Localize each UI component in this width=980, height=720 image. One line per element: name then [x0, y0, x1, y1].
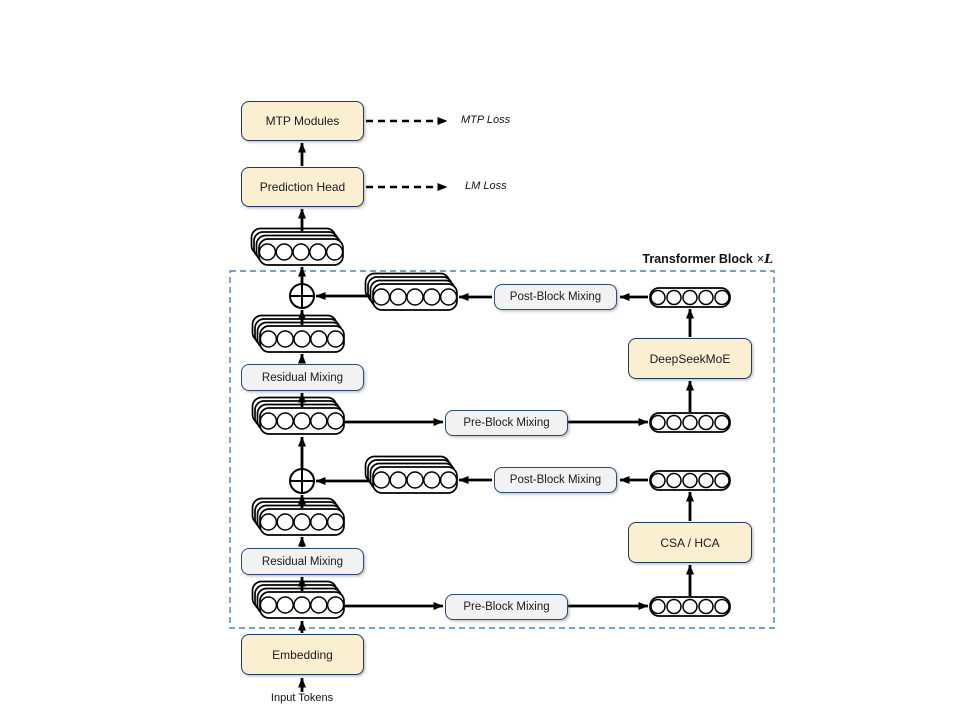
post-block-mixing-upper-label: Post-Block Mixing — [509, 291, 602, 303]
embedding-box: Embedding — [241, 634, 364, 675]
token-row-csa-in-icon — [649, 596, 731, 617]
post-block-mixing-upper-box: Post-Block Mixing — [494, 284, 617, 310]
mtp-modules-label: MTP Modules — [265, 114, 340, 128]
token-stack-above-residual-upper-icon — [251, 314, 345, 353]
transformer-block-title-text: Transformer Block — [642, 252, 753, 266]
generated-shapes — [250, 117, 731, 692]
token-stack-post-mixing-lower-icon — [364, 455, 458, 494]
plus-circle-icon-add-operator-lower — [289, 468, 315, 494]
pre-block-mixing-lower-box: Pre-Block Mixing — [445, 594, 568, 620]
token-stack-below-prediction-head-icon — [250, 227, 344, 266]
deepseekmoe-label: DeepSeekMoE — [649, 351, 731, 366]
token-row-deepseekmoe-in-icon — [649, 412, 731, 433]
token-stack-above-residual-lower-icon — [251, 497, 345, 536]
plus-circle-icon-add-operator-upper — [289, 283, 315, 309]
pre-block-mixing-upper-box: Pre-Block Mixing — [445, 410, 568, 436]
prediction-head-box: Prediction Head — [241, 167, 364, 207]
pre-block-mixing-lower-label: Pre-Block Mixing — [463, 601, 550, 613]
times-symbol: × — [756, 252, 765, 266]
residual-mixing-lower-label: Residual Mixing — [261, 555, 344, 568]
token-row-csa-out-icon — [649, 470, 731, 491]
csa-hca-label: CSA / HCA — [660, 535, 720, 550]
input-tokens-label: Input Tokens — [270, 692, 334, 704]
transformer-block-title: Transformer Block×L — [642, 251, 773, 266]
layers-variable: L — [764, 251, 773, 266]
embedding-label: Embedding — [272, 647, 333, 662]
post-block-mixing-lower-label: Post-Block Mixing — [509, 474, 602, 486]
token-row-deepseekmoe-out-icon — [649, 287, 731, 308]
token-stack-below-residual-upper-icon — [251, 396, 345, 435]
post-block-mixing-lower-box: Post-Block Mixing — [494, 467, 617, 493]
transformer-block-container — [229, 270, 775, 629]
lm-loss-label: LM Loss — [465, 180, 507, 192]
deepseekmoe-box: DeepSeekMoE — [628, 338, 752, 379]
mtp-modules-box: MTP Modules — [241, 101, 364, 141]
mtp-loss-label: MTP Loss — [461, 114, 511, 126]
token-stack-above-embedding-icon — [251, 580, 345, 619]
csa-hca-box: CSA / HCA — [628, 522, 752, 563]
pre-block-mixing-upper-label: Pre-Block Mixing — [463, 417, 550, 429]
prediction-head-label: Prediction Head — [259, 180, 346, 194]
residual-mixing-upper-box: Residual Mixing — [241, 364, 364, 391]
token-stack-post-mixing-upper-icon — [364, 272, 458, 311]
residual-mixing-lower-box: Residual Mixing — [241, 548, 364, 575]
residual-mixing-upper-label: Residual Mixing — [261, 371, 344, 384]
